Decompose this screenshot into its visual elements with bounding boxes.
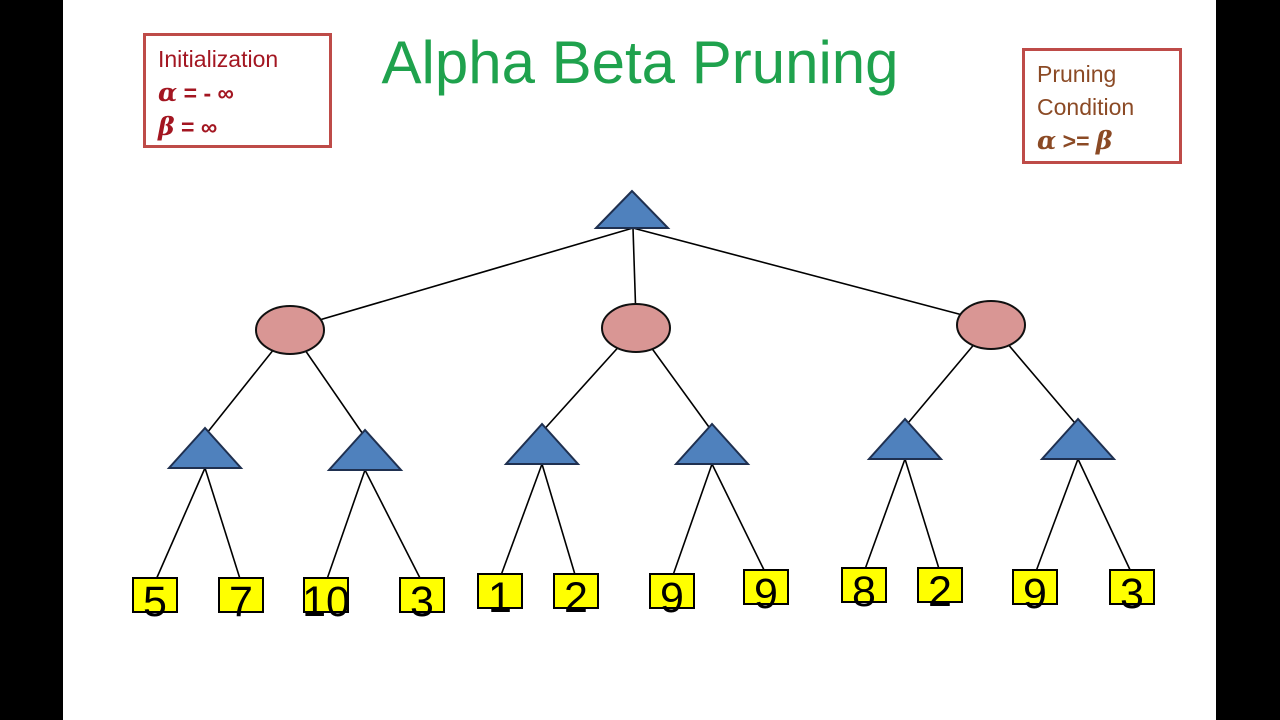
tree-edge (541, 463, 577, 579)
min-node-ellipse (601, 303, 671, 353)
min-node-ellipse (255, 305, 325, 355)
tree-edge (1077, 458, 1133, 575)
tree-edge (711, 463, 767, 575)
leaf-value-box (553, 573, 599, 609)
leaf-value: 9 (660, 574, 684, 622)
max-node-triangle (326, 428, 404, 471)
tree-edge (632, 227, 990, 323)
initialization-box: Initialization α = - ∞ β = ∞ (143, 33, 332, 148)
beta-symbol: β (158, 112, 175, 141)
leaf-value: 8 (852, 568, 876, 616)
leaf-value: 7 (229, 578, 253, 626)
pruning-condition-formula: α >= β (1037, 124, 1167, 158)
max-node-triangle (166, 426, 244, 469)
pruning-heading-line1: Pruning (1037, 61, 1117, 87)
letterbox-bar-left (0, 0, 63, 720)
page-title: Alpha Beta Pruning (381, 29, 899, 96)
leaf-value-box (649, 573, 695, 609)
leaf-value: 9 (754, 570, 778, 618)
max-node-triangle (866, 417, 944, 460)
alpha-init-value: = - ∞ (177, 80, 234, 106)
leaf-value-box (743, 569, 789, 605)
tree-edge (291, 227, 634, 329)
tree-edge (364, 469, 423, 583)
leaf-value-box (917, 567, 963, 603)
leaf-value-box (399, 577, 445, 613)
tree-edge (154, 467, 206, 583)
leaf-value: 2 (928, 568, 952, 616)
pruning-condition-box: Pruning Condition α >= β (1022, 48, 1182, 164)
max-node-triangle (503, 422, 581, 465)
alpha-symbol: α (158, 78, 178, 107)
tree-edge (904, 458, 941, 573)
root-max-node-triangle (593, 189, 671, 229)
initialization-heading: Initialization (158, 46, 279, 72)
tree-edge (671, 463, 713, 579)
condition-operator: >= (1056, 128, 1096, 154)
tree-edge (863, 458, 906, 573)
tree-edge (539, 331, 633, 435)
leaf-value: 3 (1120, 570, 1144, 618)
letterbox-bar-right (1216, 0, 1280, 720)
alpha-symbol: α (1037, 126, 1057, 155)
leaf-value-box (1012, 569, 1058, 605)
leaf-value-box (477, 573, 523, 609)
leaf-value: 9 (1023, 570, 1047, 618)
leaf-value: 3 (410, 578, 434, 626)
leaf-value: 5 (143, 578, 167, 626)
pruning-heading-line2: Condition (1037, 94, 1135, 120)
alpha-init-line: α = - ∞ (158, 76, 317, 110)
tree-edge (499, 463, 543, 579)
max-node-triangle (1039, 417, 1117, 460)
beta-symbol: β (1095, 126, 1113, 155)
leaf-value: 10 (302, 578, 350, 626)
tree-edge (325, 469, 366, 583)
leaf-value-box (132, 577, 178, 613)
min-node-ellipse (956, 300, 1026, 350)
max-node-triangle (673, 422, 751, 465)
leaf-value: 2 (564, 574, 588, 622)
leaf-value-box (1109, 569, 1155, 605)
beta-init-value: = ∞ (174, 114, 218, 140)
beta-init-line: β = ∞ (158, 110, 317, 144)
tree-edge (1034, 458, 1079, 575)
tree-edge (204, 467, 242, 583)
leaf-value-box (218, 577, 264, 613)
leaf-value-box (841, 567, 887, 603)
leaf-value: 1 (488, 574, 512, 622)
leaf-value-box (303, 577, 349, 613)
